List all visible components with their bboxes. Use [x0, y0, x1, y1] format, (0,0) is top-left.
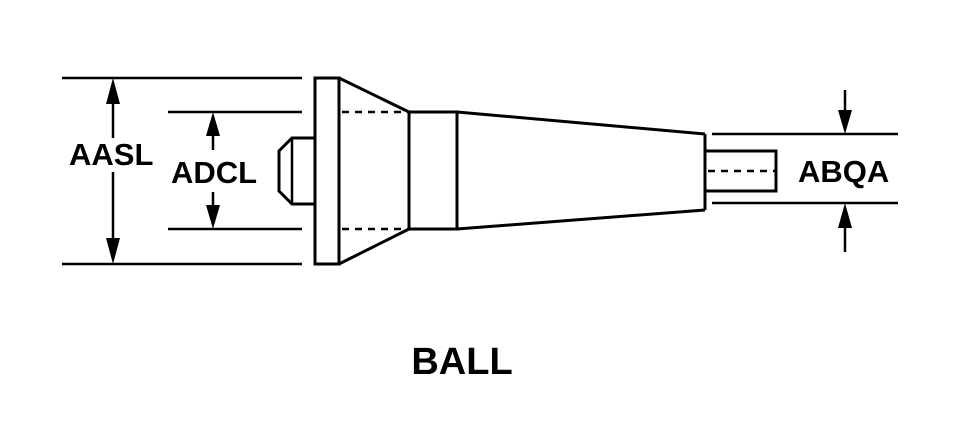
left-nub [277, 136, 315, 206]
adcl-arrow-up-icon [206, 112, 220, 136]
flange [313, 76, 341, 266]
taper-top-edge [456, 110, 706, 136]
abqa-arrow-up-icon [838, 203, 852, 228]
aasl-label: AASL [69, 137, 153, 172]
abqa-arrow-down-icon [838, 110, 852, 134]
aasl-arrow-up-icon [106, 78, 120, 104]
taper-bottom-edge [456, 208, 706, 231]
diagram-title: BALL [411, 341, 512, 383]
abqa-label: ABQA [798, 154, 889, 189]
adcl-label: ADCL [171, 155, 257, 190]
cone-bottom-edge [338, 227, 410, 266]
aasl-arrow-down-icon [106, 238, 120, 264]
cone-top-edge [338, 76, 410, 114]
adcl-arrow-down-icon [206, 205, 220, 229]
collar [407, 110, 459, 231]
